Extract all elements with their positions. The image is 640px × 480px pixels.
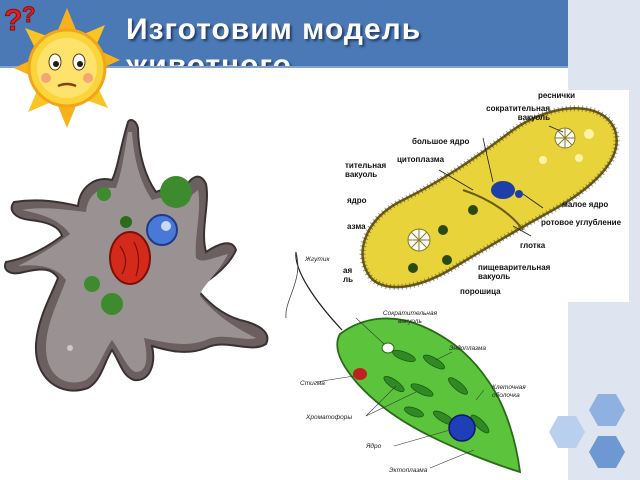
sun-mascot-icon: ? ?: [4, 2, 120, 128]
label-cell-membrane: Клеточная оболочка: [492, 384, 526, 399]
paramecium-illustration: [359, 105, 620, 291]
label-stigma: Стигма: [300, 380, 325, 387]
label-endoplasm: Эндоплазма: [449, 345, 487, 352]
label-contractile-vacuole-left: тительная вакуоль: [345, 161, 387, 179]
label-cytoplasm-left: азма: [347, 222, 366, 231]
label-pharynx: глотка: [520, 241, 546, 250]
svg-text:?: ?: [4, 4, 22, 37]
label-chromatophores: Хроматофоры: [306, 414, 353, 421]
label-left-partial: ая ль: [343, 266, 353, 284]
euglena-illustration: [285, 251, 522, 474]
label-cilia: реснички: [538, 91, 575, 100]
label-euglena-contractile-vacuole: Сократительная вакуоль: [382, 310, 438, 325]
label-cytoplasm: цитоплазма: [397, 155, 445, 164]
amoeba-illustration: [4, 119, 269, 392]
label-micronucleus: малое ядро: [562, 200, 609, 209]
label-macronucleus: большое ядро: [412, 137, 470, 146]
label-anal-pore: порошица: [460, 287, 501, 296]
slide-title: Изготовим модель животного: [126, 13, 422, 66]
contractile-vacuole-left: [407, 228, 431, 252]
svg-text:?: ?: [22, 2, 35, 27]
contractile-vacuole-top: [554, 127, 576, 149]
label-nucleus: Ядро: [366, 443, 382, 450]
label-flagellum: Жгутик: [305, 256, 330, 263]
label-contractile-vacuole-top: сократительная вакуоль: [486, 104, 550, 122]
title-bar-divider: [0, 66, 640, 68]
label-nucleus-left: ядро: [347, 196, 367, 205]
label-oral-groove: ротовое углубление: [541, 218, 622, 227]
decorative-hexagons: [549, 394, 625, 468]
label-digestive-vacuole: пищеварительная вакуоль: [478, 263, 551, 281]
label-ectoplasm: Эктоплазма: [389, 467, 428, 474]
